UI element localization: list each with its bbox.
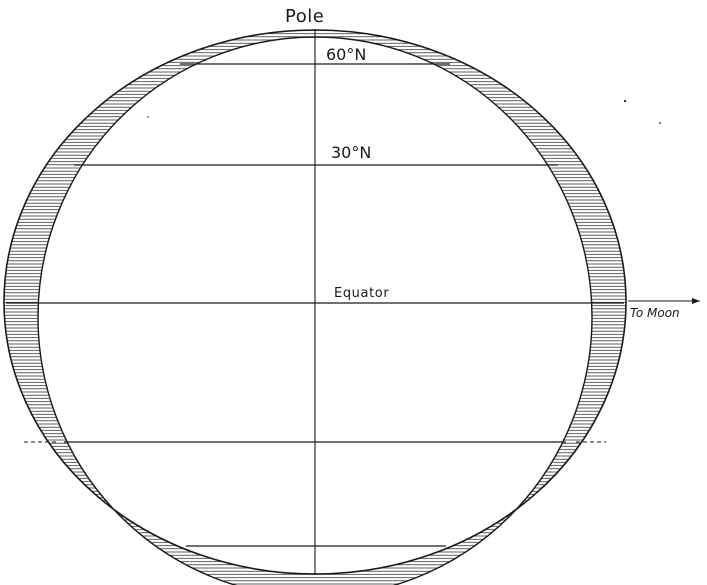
to-moon-arrow: [628, 298, 700, 304]
latitude-label-60n: 60°N: [326, 45, 366, 64]
to-moon-label: To Moon: [630, 306, 680, 320]
scan-speck: [147, 116, 148, 117]
scan-speck: [624, 100, 626, 102]
pole-label: Pole: [285, 6, 324, 27]
scan-speck: [659, 122, 661, 124]
equator-label: Equator: [334, 286, 389, 301]
latitude-label-30n: 30°N: [331, 143, 371, 162]
